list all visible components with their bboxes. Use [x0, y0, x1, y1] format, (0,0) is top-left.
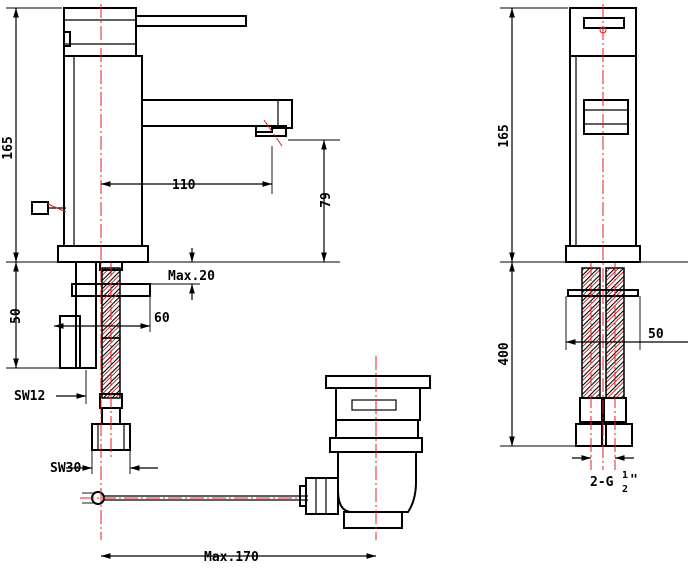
dimension-labels: 165 110 79 Max.20 50 60 SW12 SW30 Max.17… — [1, 124, 664, 565]
label-400: 400 — [497, 342, 512, 366]
front-view — [31, 7, 308, 505]
side-spout — [583, 99, 629, 135]
side-body — [569, 55, 637, 247]
label-thread-unit: " — [630, 473, 638, 488]
faucet-lever — [136, 15, 247, 27]
pop-up-drain — [299, 375, 431, 529]
label-50-left: 50 — [9, 308, 24, 324]
label-thread-den: 2 — [622, 484, 628, 495]
aerator — [255, 125, 287, 137]
drain-tail — [343, 511, 403, 529]
label-110: 110 — [172, 178, 196, 193]
label-thread: 2-G — [590, 475, 614, 490]
side-lever — [583, 17, 625, 29]
faucet-body — [63, 55, 143, 247]
dimension-lines — [6, 7, 688, 559]
faucet-base — [57, 245, 149, 263]
centerlines — [80, 4, 616, 540]
label-79: 79 — [319, 192, 334, 208]
drain-flange — [325, 375, 431, 389]
label-165-right: 165 — [497, 124, 512, 147]
label-sw30: SW30 — [50, 461, 81, 476]
label-sw12: SW12 — [14, 389, 45, 404]
faucet-handle-cap — [63, 7, 137, 57]
label-50-right: 50 — [648, 327, 664, 342]
popup-rod-knob — [31, 201, 49, 215]
drain-body — [337, 452, 417, 513]
label-max-20: Max.20 — [168, 269, 215, 284]
side-nut-right — [601, 423, 633, 447]
label-max-170: Max.170 — [204, 550, 259, 565]
label-thread-num: 1 — [622, 470, 628, 481]
label-165-left: 165 — [1, 136, 16, 159]
label-60: 60 — [154, 311, 170, 326]
drain-rod-nut — [305, 477, 339, 515]
